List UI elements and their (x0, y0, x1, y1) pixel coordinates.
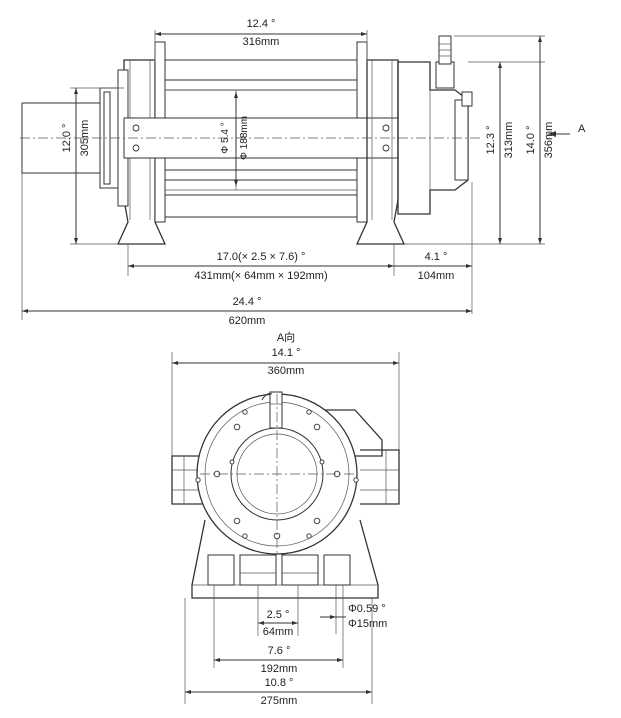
base-width-mm: 275mm (261, 695, 298, 707)
left-height-mm: 305mm (79, 120, 91, 157)
right-height-in: 12.3 ° (485, 126, 497, 155)
total-length-in: 24.4 ° (233, 296, 262, 308)
valve-housing (318, 409, 383, 457)
motor-length-mm: 104mm (418, 270, 455, 282)
base-length-in: 17.0(× 2.5 × 7.6) ° (217, 251, 306, 263)
base-width-in: 10.8 ° (265, 677, 294, 689)
drum-rope-top (164, 59, 358, 81)
total-height-mm: 356mm (543, 122, 555, 159)
front-valve (269, 391, 283, 429)
drum-rope-bottom (164, 194, 358, 218)
foot-2 (239, 554, 277, 586)
front-base (191, 519, 379, 599)
left-ear (171, 455, 210, 505)
flange-bolts (195, 408, 359, 540)
bolt-gap-mm: 64mm (263, 626, 294, 638)
side-view: 12.4 ° 316mm 12.0 ° 305mm Φ 5.4 ° Φ 188m… (20, 18, 586, 327)
top-width-in: 12.4 ° (247, 18, 276, 30)
motor-length-in: 4.1 ° (425, 251, 448, 263)
bolt-span-mm: 192mm (261, 663, 298, 675)
foot-4 (323, 554, 351, 586)
front-view: A向 14.1 ° 360mm (171, 330, 400, 707)
valve-block (435, 61, 455, 89)
right-ear (360, 449, 400, 505)
drum-dia-in: Φ 5.4 ° (220, 122, 231, 153)
view-arrow-label: A (578, 123, 586, 135)
bolt-hole-in: Φ0.59 ° (348, 603, 386, 615)
total-height-in: 14.0 ° (525, 126, 537, 155)
bolt-span-in: 7.6 ° (268, 645, 291, 657)
front-view-title: A向 (277, 330, 295, 344)
top-width-mm: 316mm (243, 36, 280, 48)
bolt-gap-in: 2.5 ° (267, 609, 290, 621)
right-height-mm: 313mm (503, 122, 515, 159)
front-width-mm: 360mm (268, 365, 305, 377)
foot-1 (207, 554, 235, 586)
drum-dia-mm: Φ 188mm (239, 116, 250, 160)
foot-3 (281, 554, 319, 586)
front-width-in: 14.1 ° (272, 347, 301, 359)
base-length-mm: 431mm(× 64mm × 192mm) (194, 270, 327, 282)
left-height-in: 12.0 ° (61, 124, 73, 153)
bolt-hole-mm: Φ15mm (348, 618, 387, 630)
total-length-mm: 620mm (229, 315, 266, 327)
